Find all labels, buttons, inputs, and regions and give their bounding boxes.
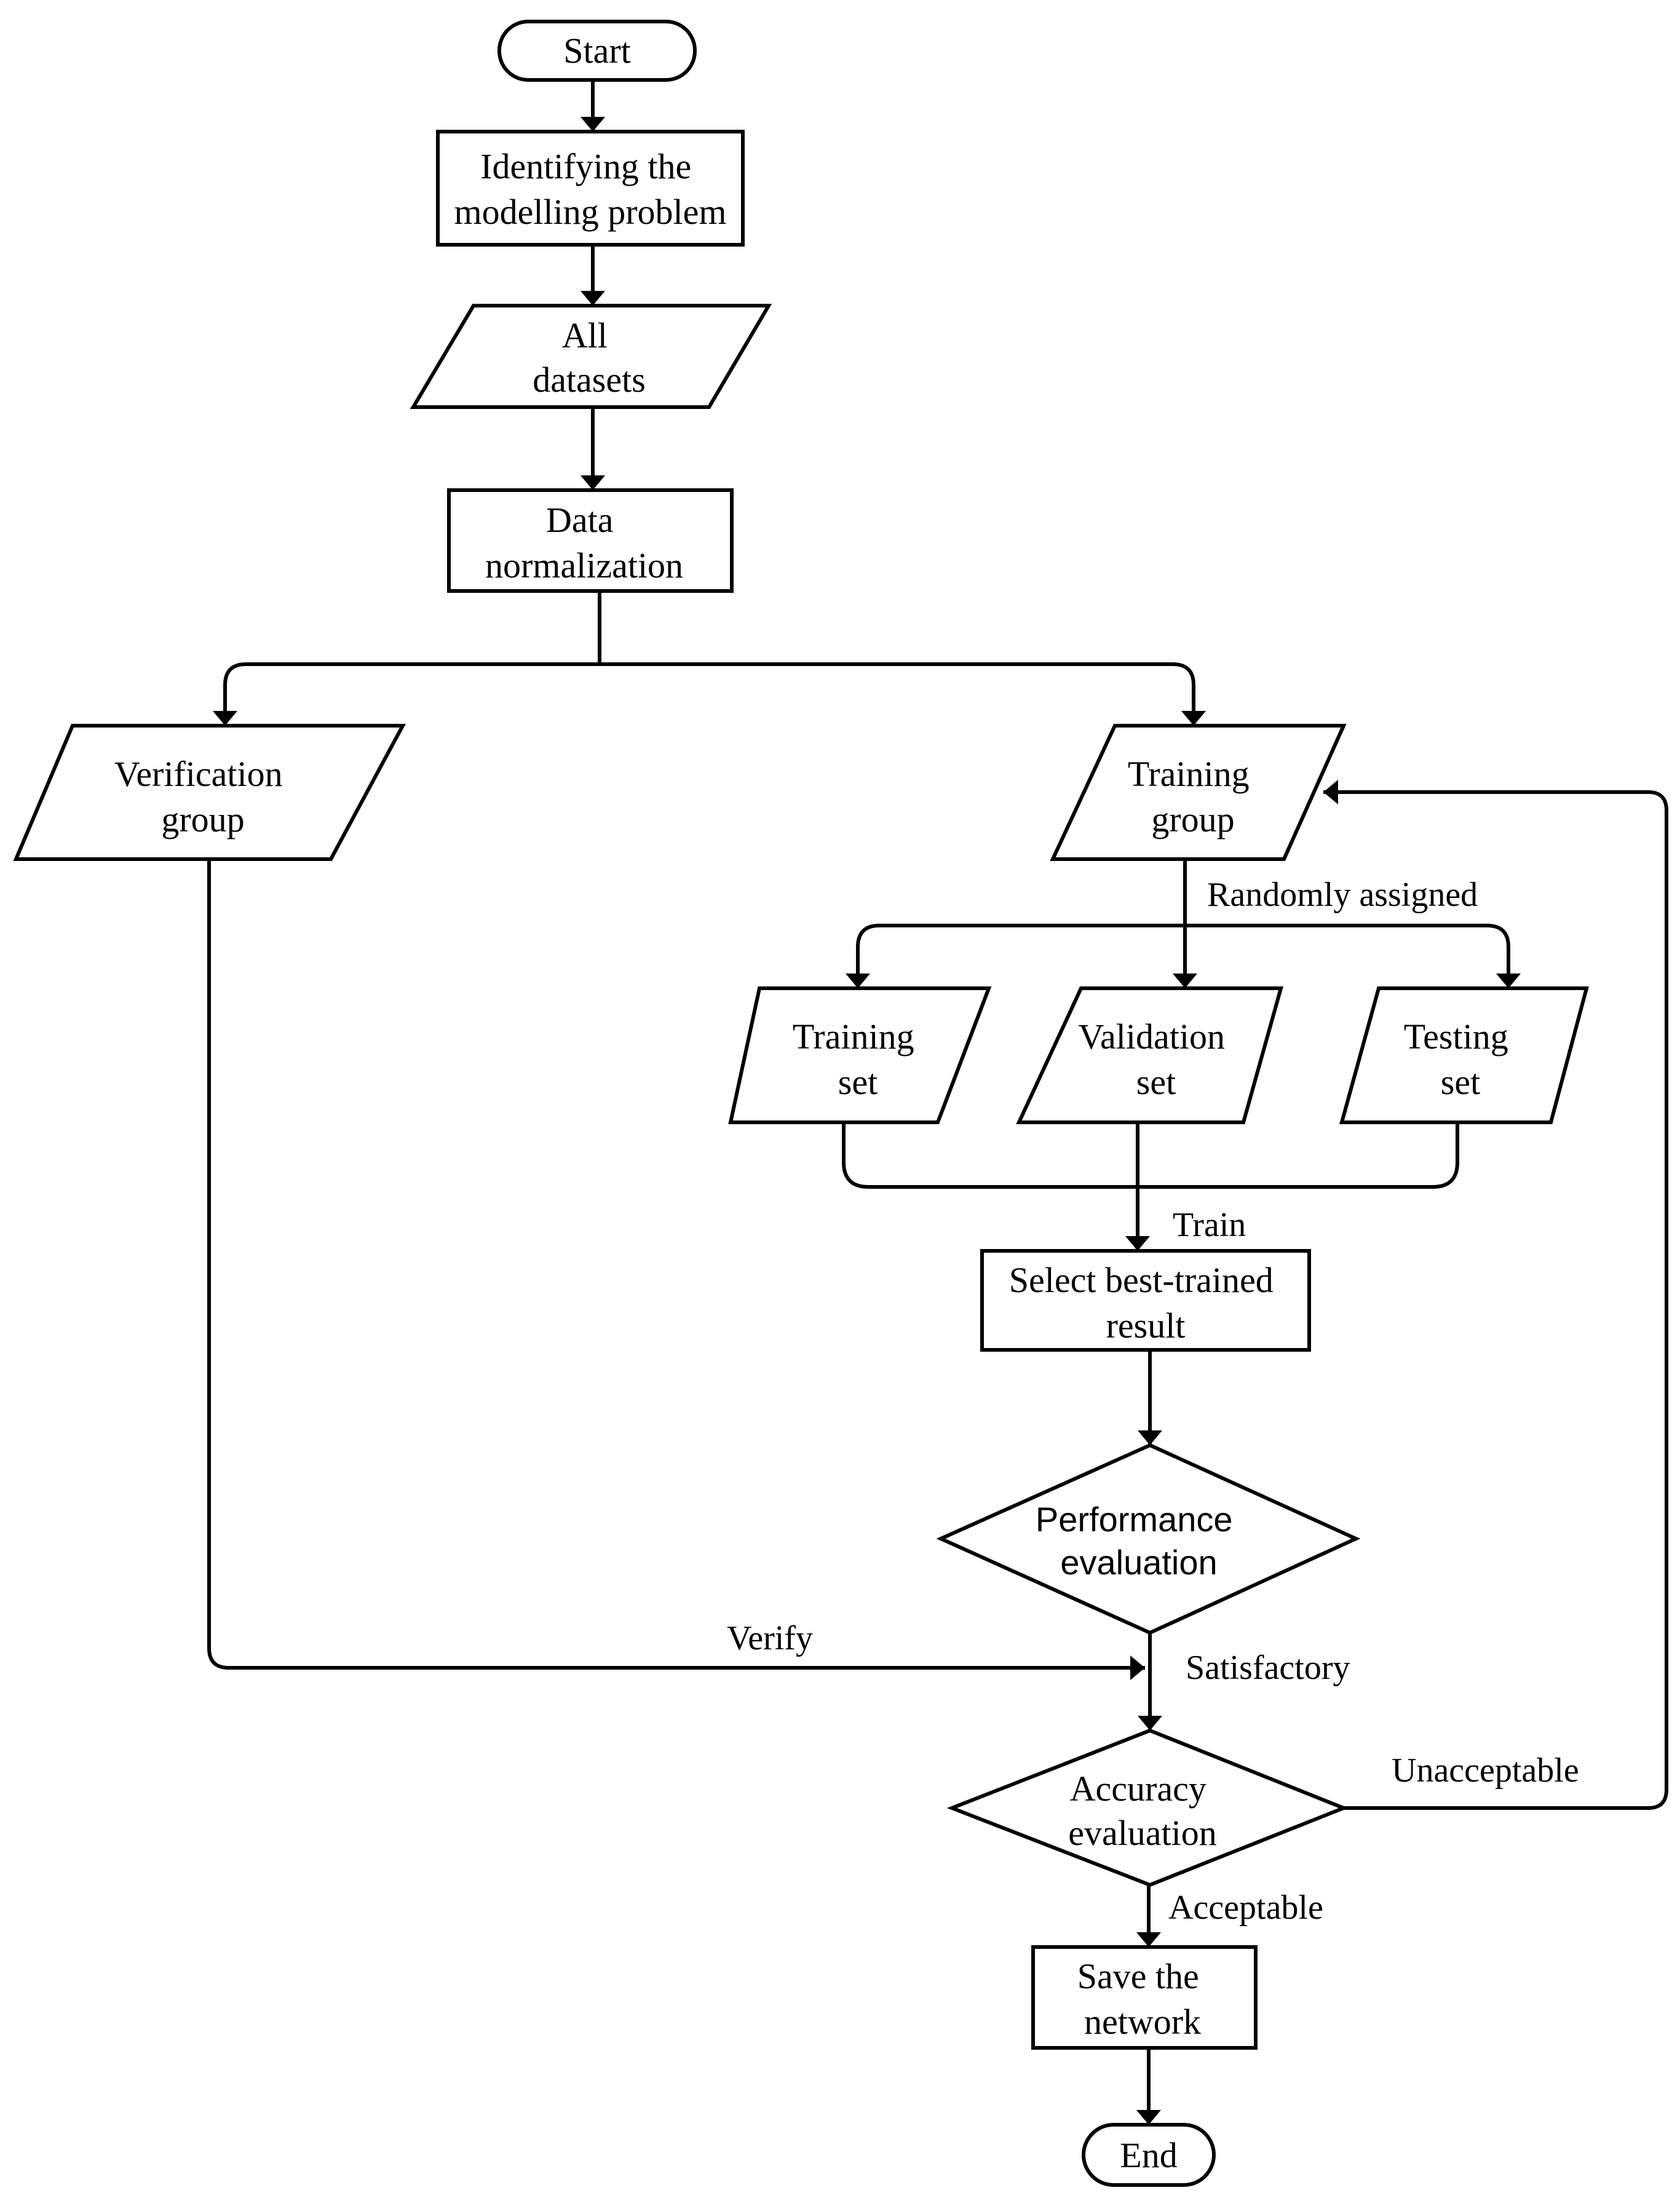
arrowhead-performance	[1138, 1430, 1162, 1445]
arrowhead-normalize	[580, 475, 605, 490]
node-testing-set: Testing set	[1339, 986, 1589, 1124]
edge-sets-merge	[842, 1122, 1459, 1251]
arrowhead-select-best	[1125, 1236, 1150, 1251]
node-identify: Identifying the modelling problem	[436, 130, 745, 247]
node-performance: Performance evaluation	[936, 1443, 1361, 1635]
arrowhead-validation-set	[1173, 974, 1197, 988]
arrowhead-datasets	[580, 291, 605, 306]
arrowhead-verify	[1130, 1656, 1145, 1680]
label-train: Train	[1173, 1206, 1246, 1244]
node-end-label: End	[1120, 2135, 1177, 2175]
node-training-set: Training set	[728, 986, 992, 1124]
node-accuracy-label: Accuracy evaluation	[1068, 1769, 1217, 1853]
node-validation-set: Validation set	[1016, 986, 1283, 1124]
edge-normalize-split	[223, 591, 1195, 726]
arrowhead-training-group	[1181, 711, 1206, 726]
arrowhead-testing-set	[1496, 974, 1521, 988]
label-verify: Verify	[727, 1619, 813, 1657]
node-datasets-label: All datasets	[533, 315, 646, 400]
node-start: Start	[497, 20, 697, 82]
label-randomly-assigned: Randomly assigned	[1207, 876, 1478, 914]
arrowhead-end	[1136, 2110, 1161, 2125]
arrowhead-loop	[1323, 780, 1338, 804]
node-identify-label: Identifying the modelling problem	[454, 146, 727, 232]
node-select-best: Select best-trained result	[980, 1249, 1311, 1352]
edge-labels: Randomly assigned Train Verify Satisfact…	[727, 876, 1579, 1927]
node-datasets: All datasets	[410, 304, 772, 409]
node-training-group-label: Training group	[1128, 754, 1258, 839]
arrowhead-verification	[213, 711, 237, 726]
arrowhead-save	[1136, 1932, 1161, 1947]
edge-unacceptable-loop	[1323, 790, 1668, 1810]
node-verification: Verification group	[13, 724, 406, 861]
arrowhead-training-set	[846, 974, 870, 988]
node-normalize-label: Data normalization	[485, 500, 683, 585]
node-training-set-label: Training set	[793, 1017, 923, 1102]
edges	[207, 80, 1668, 2125]
label-unacceptable: Unacceptable	[1392, 1751, 1579, 1790]
label-satisfactory: Satisfactory	[1186, 1649, 1350, 1687]
node-save: Save the network	[1031, 1945, 1258, 2050]
node-end: End	[1082, 2123, 1216, 2187]
node-select-best-label: Select best-trained result	[1009, 1260, 1283, 1346]
node-testing-set-label: Testing set	[1404, 1017, 1517, 1102]
arrowhead-accuracy	[1138, 1716, 1162, 1731]
node-training-group: Training group	[1050, 724, 1347, 861]
node-start-label: Start	[563, 31, 631, 71]
node-performance-label: Performance evaluation	[1036, 1500, 1242, 1582]
node-save-label: Save the network	[1077, 1956, 1208, 2042]
node-normalize: Data normalization	[447, 488, 734, 593]
edge-verify	[207, 859, 1145, 1670]
node-validation-set-label: Validation set	[1079, 1017, 1234, 1102]
node-verification-label: Verification group	[114, 754, 291, 839]
node-accuracy: Accuracy evaluation	[946, 1728, 1349, 1887]
arrowhead-identify	[580, 117, 605, 132]
label-acceptable: Acceptable	[1168, 1889, 1323, 1927]
edge-training-group-split	[856, 859, 1510, 988]
